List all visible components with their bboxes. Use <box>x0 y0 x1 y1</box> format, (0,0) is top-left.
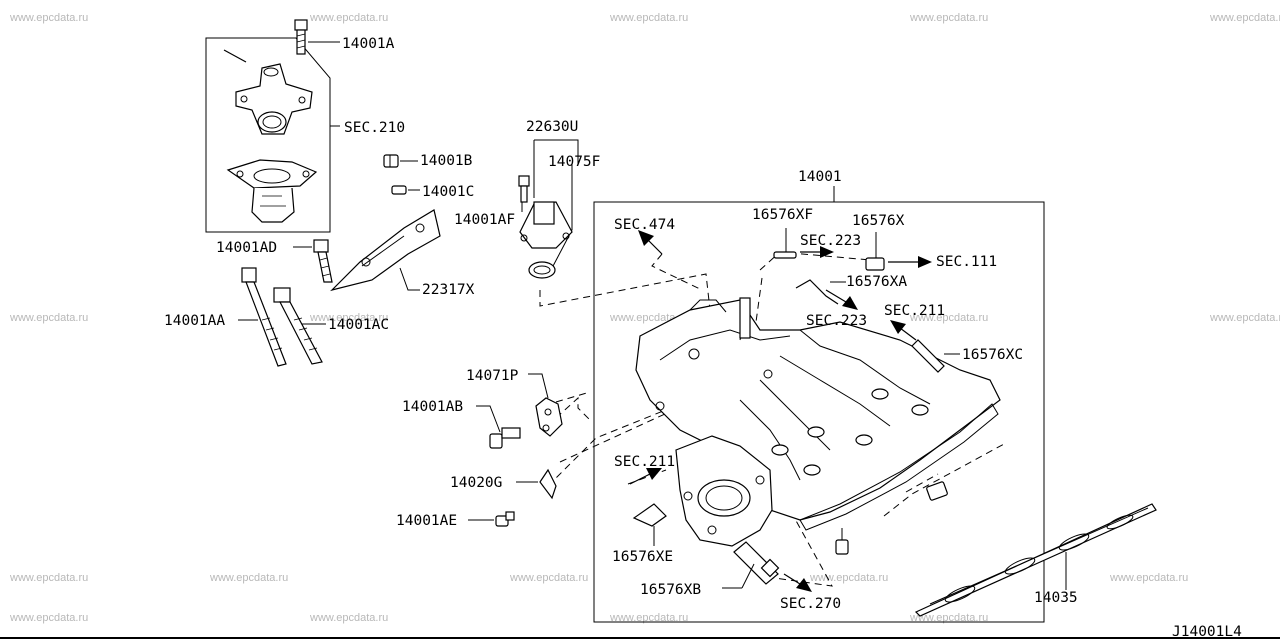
label-sec270[interactable]: SEC.270 <box>780 596 841 612</box>
thermostat[interactable] <box>226 159 318 223</box>
watermark: www.epcdata.ru <box>309 12 388 24</box>
nut-14001b[interactable] <box>383 154 399 168</box>
watermark: www.epcdata.ru <box>909 12 988 24</box>
thermostat-housing-group <box>205 19 340 233</box>
label-16576xc[interactable]: 16576XC <box>962 347 1023 363</box>
sensor-bottom[interactable] <box>835 528 849 555</box>
label-16576x[interactable]: 16576X <box>852 213 905 229</box>
watermark: www.epcdata.ru <box>509 572 588 584</box>
bolt-14001ad[interactable] <box>313 239 333 283</box>
watermark: www.epcdata.ru <box>309 612 388 624</box>
hose-16576xc[interactable] <box>911 339 945 373</box>
watermark: www.epcdata.ru <box>9 572 88 584</box>
hose-16576xe[interactable] <box>632 503 667 527</box>
label-sec211-right[interactable]: SEC.211 <box>884 303 945 319</box>
label-14001b[interactable]: 14001B <box>420 153 473 169</box>
label-sec223-top[interactable]: SEC.223 <box>800 233 861 249</box>
bolt-14001ae[interactable] <box>495 511 515 527</box>
label-16576xf[interactable]: 16576XF <box>752 207 813 223</box>
sec210-bracket-frame <box>205 37 331 233</box>
bolt-14001ac[interactable] <box>273 287 323 365</box>
sensor-14071p[interactable] <box>535 397 563 437</box>
label-14071p[interactable]: 14071P <box>466 368 519 384</box>
watermark: www.epcdata.ru <box>1209 312 1280 324</box>
sec-arrows <box>629 230 932 592</box>
hose-16576xb[interactable] <box>733 541 780 585</box>
watermark: www.epcdata.ru <box>209 572 288 584</box>
hose-16576xf[interactable] <box>773 251 797 259</box>
water-outlet[interactable] <box>235 63 313 135</box>
label-16576xb[interactable]: 16576XB <box>640 582 701 598</box>
watermark: www.epcdata.ru <box>609 12 688 24</box>
bolt-14001aa[interactable] <box>241 267 287 367</box>
label-14001af[interactable]: 14001AF <box>454 212 515 228</box>
bracket-22317x[interactable] <box>330 209 441 292</box>
watermark: www.epcdata.ru <box>909 312 988 324</box>
gasket-14035[interactable] <box>914 503 1157 617</box>
label-sec223-mid[interactable]: SEC.223 <box>806 313 867 329</box>
label-22630u[interactable]: 22630U <box>526 119 578 135</box>
watermark: www.epcdata.ru <box>609 612 688 624</box>
watermark: www.epcdata.ru <box>9 312 88 324</box>
label-14075f[interactable]: 14075F <box>548 154 600 170</box>
iacv-22630u[interactable] <box>518 175 573 249</box>
sensor-right[interactable] <box>926 481 948 501</box>
pin <box>223 49 247 63</box>
watermark: www.epcdata.ru <box>1209 12 1280 24</box>
gasket-14075f[interactable] <box>528 261 556 279</box>
watermark: www.epcdata.ru <box>809 572 888 584</box>
watermark: www.epcdata.ru <box>9 12 88 24</box>
hose-16576xa[interactable] <box>795 279 839 305</box>
watermark: www.epcdata.ru <box>309 312 388 324</box>
label-14001a[interactable]: 14001A <box>342 36 395 52</box>
label-14001ac[interactable]: 14001AC <box>328 317 389 333</box>
watermark: www.epcdata.ru <box>9 612 88 624</box>
clip-14001c[interactable] <box>391 185 407 195</box>
diagram-code: J14001L4 <box>1172 624 1242 640</box>
watermark: www.epcdata.ru <box>909 612 988 624</box>
label-sec474[interactable]: SEC.474 <box>614 217 675 233</box>
label-14001ab[interactable]: 14001AB <box>402 399 463 415</box>
label-14001ae[interactable]: 14001AE <box>396 513 457 529</box>
hose-16576x[interactable] <box>865 257 885 271</box>
label-14001aa[interactable]: 14001AA <box>164 313 225 329</box>
label-sec211-left[interactable]: SEC.211 <box>614 454 675 470</box>
label-14020g[interactable]: 14020G <box>450 475 502 491</box>
label-22317x[interactable]: 22317X <box>422 282 475 298</box>
label-14001[interactable]: 14001 <box>798 169 842 185</box>
manifold-frame <box>593 186 1045 623</box>
intake-manifold-14001[interactable] <box>635 297 1001 547</box>
watermark: www.epcdata.ru <box>1109 572 1188 584</box>
label-14035[interactable]: 14035 <box>1034 590 1078 606</box>
bolt-14001ab[interactable] <box>489 427 521 449</box>
bolt-14001a[interactable] <box>294 19 308 55</box>
label-sec210[interactable]: SEC.210 <box>344 120 405 136</box>
label-sec111[interactable]: SEC.111 <box>936 254 997 270</box>
label-16576xe[interactable]: 16576XE <box>612 549 673 565</box>
part-labels: 14001A SEC.210 14001B 14001C 22630U 1407… <box>164 36 1242 640</box>
clip-14020g[interactable] <box>539 468 557 500</box>
label-14001ad[interactable]: 14001AD <box>216 240 277 256</box>
label-16576xa[interactable]: 16576XA <box>846 274 907 290</box>
label-14001c[interactable]: 14001C <box>422 184 474 200</box>
watermark-layer: www.epcdata.ru www.epcdata.ru www.epcdat… <box>9 12 1280 624</box>
